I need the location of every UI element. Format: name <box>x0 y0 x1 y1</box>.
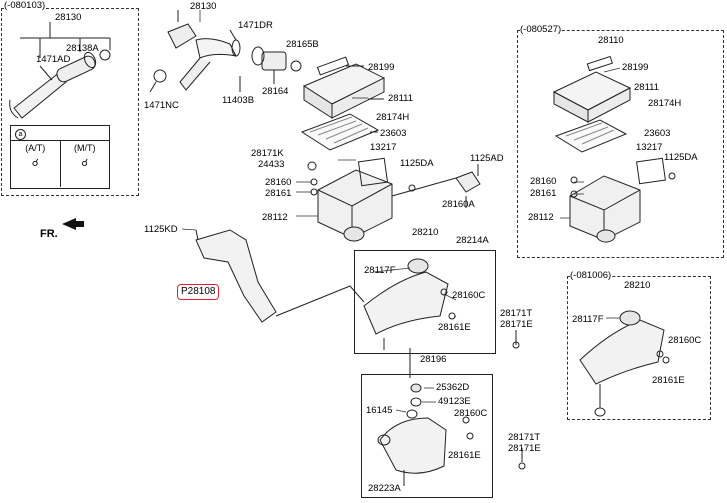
frame-label-081006: (-081006) <box>570 270 612 281</box>
part-label[interactable]: 28210 <box>624 280 651 291</box>
part-label[interactable]: 28161 <box>530 188 557 199</box>
inset-frame-080527 <box>517 30 724 258</box>
part-label[interactable]: 25362D <box>436 382 470 393</box>
part-label[interactable]: 28174H <box>648 98 682 109</box>
part-label[interactable]: 28161E <box>438 322 471 333</box>
inset-frame-081006 <box>567 276 711 420</box>
part-label[interactable]: 28112 <box>528 212 554 223</box>
part-label[interactable]: 28117F <box>364 265 396 276</box>
part-label[interactable]: 28161E <box>652 375 685 386</box>
part-label[interactable]: 28160C <box>452 290 486 301</box>
part-label[interactable]: 28111 <box>388 93 414 104</box>
part-label[interactable]: 23603 <box>380 128 407 139</box>
part-label[interactable]: 28199 <box>368 62 395 73</box>
part-label[interactable]: 28138A <box>66 43 99 54</box>
lower-resonator-group-box <box>361 374 493 498</box>
part-label[interactable]: 1125AD <box>470 153 504 164</box>
part-label[interactable]: 1125DA <box>664 152 698 163</box>
part-label[interactable]: 28171K <box>251 148 284 159</box>
part-label[interactable]: 1125DA <box>400 158 434 169</box>
part-label[interactable]: 28164 <box>262 86 289 97</box>
part-label[interactable]: 28130 <box>55 12 82 23</box>
frame-label-080103: (-080103) <box>4 0 46 11</box>
frame-label-080527: (-080527) <box>520 24 562 35</box>
part-label[interactable]: 28111 <box>634 82 660 93</box>
part-label[interactable]: 28160 <box>530 176 557 187</box>
part-label[interactable]: 28160C <box>454 408 488 419</box>
inset-frame-080103 <box>1 8 139 196</box>
part-label[interactable]: 16145 <box>366 405 393 416</box>
legend-at-cell: (A/T)☌ <box>11 141 61 187</box>
transmission-legend-table: a (A/T)☌ (M/T)☌ <box>10 125 110 189</box>
bolt-icon: ☌ <box>81 158 89 169</box>
part-label[interactable]: 1471AD <box>36 54 71 65</box>
part-label[interactable]: 28161 <box>265 188 292 199</box>
part-label[interactable]: 28112 <box>262 212 288 223</box>
resonator-group-box <box>354 250 496 354</box>
part-label[interactable]: 28174H <box>376 112 410 123</box>
part-label[interactable]: 13217 <box>636 142 663 153</box>
part-label[interactable]: 28223A <box>368 483 401 494</box>
part-label[interactable]: 28199 <box>622 62 649 73</box>
part-label[interactable]: 28171T <box>500 308 533 319</box>
legend-mt-cell: (M/T)☌ <box>74 143 96 169</box>
part-label[interactable]: 49123E <box>438 396 471 407</box>
part-label[interactable]: 28171E <box>500 319 533 330</box>
part-label[interactable]: 28110 <box>598 35 624 46</box>
part-label[interactable]: 23603 <box>644 128 671 139</box>
part-label[interactable]: 28130 <box>190 1 217 12</box>
part-label[interactable]: 28117F <box>572 314 604 325</box>
part-label[interactable]: 28214A <box>456 235 489 246</box>
part-label[interactable]: 1125KD <box>144 224 178 235</box>
part-label[interactable]: 28196 <box>420 354 447 365</box>
part-label[interactable]: 11403B <box>222 95 255 106</box>
part-label[interactable]: 1471NC <box>144 100 179 111</box>
part-label[interactable]: 28210 <box>412 227 439 238</box>
bolt-icon: ☌ <box>31 158 39 169</box>
part-label[interactable]: 28161E <box>448 450 481 461</box>
legend-circle-a: a <box>11 126 109 140</box>
part-label[interactable]: 1471DR <box>238 20 273 31</box>
part-label[interactable]: 28160 <box>265 177 292 188</box>
part-label[interactable]: 28165B <box>286 39 319 50</box>
front-arrow-icon <box>62 218 84 230</box>
part-label[interactable]: 28171T <box>508 432 541 443</box>
part-label[interactable]: 28160C <box>668 335 702 346</box>
highlighted-part-p28108[interactable]: P28108 <box>177 284 220 300</box>
part-label[interactable]: 28160A <box>442 199 475 210</box>
part-label[interactable]: 24433 <box>258 159 285 170</box>
front-direction-label: FR. <box>40 228 58 240</box>
part-label[interactable]: 28171E <box>508 443 541 454</box>
part-label[interactable]: 13217 <box>370 142 397 153</box>
